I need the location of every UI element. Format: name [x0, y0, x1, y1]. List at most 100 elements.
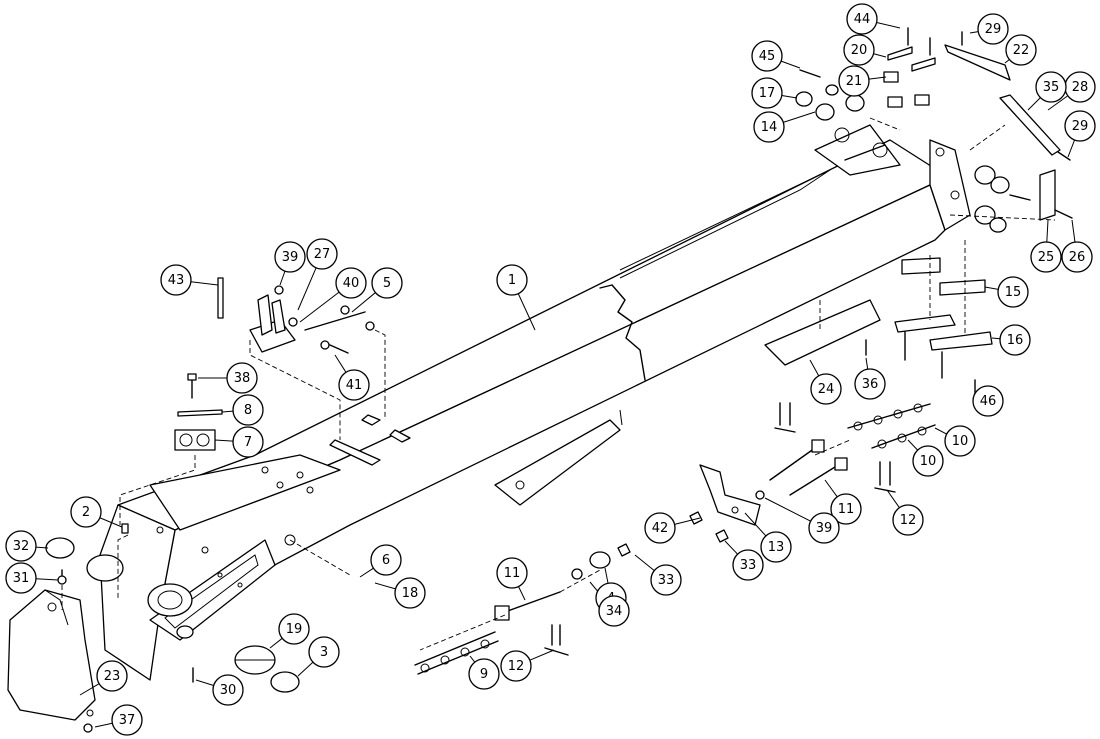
callout-circle: [278, 613, 310, 645]
callout-circle: [732, 549, 764, 581]
callout-28: 28: [1064, 71, 1096, 103]
callout-33: 33: [732, 549, 764, 581]
callout-label: 14: [761, 120, 778, 135]
rear-top-hardware: [795, 27, 1071, 161]
callout-label: 9: [480, 667, 488, 682]
callout-circle: [1035, 71, 1067, 103]
callout-label: 24: [818, 382, 835, 397]
callout-label: 39: [816, 521, 833, 536]
leader-line-11: [824, 479, 838, 498]
callout-31: 31: [5, 562, 37, 594]
leader-line-33: [634, 554, 655, 571]
callout-label: 3: [320, 645, 328, 660]
boom-body: [86, 124, 971, 681]
callout-circle: [370, 544, 402, 576]
callout-18: 18: [394, 577, 426, 609]
leader-line-12: [529, 649, 555, 661]
callout-circle: [496, 264, 528, 296]
callout-label: 11: [504, 566, 521, 581]
leader-line-23: [79, 683, 100, 696]
callout-label: 6: [382, 553, 390, 568]
callout-circle: [5, 562, 37, 594]
callout-label: 22: [1013, 43, 1030, 58]
leader-line-29: [969, 31, 979, 34]
callout-circle: [496, 557, 528, 589]
callout-10: 10: [944, 425, 976, 457]
callout-1: 1: [496, 264, 528, 296]
leader-line-37: [94, 722, 113, 728]
callout-6: 6: [370, 544, 402, 576]
callout-label: 17: [759, 86, 776, 101]
leader-line-30: [195, 679, 214, 687]
callout-label: 23: [104, 669, 121, 684]
callout-circle: [371, 267, 403, 299]
callout-label: 36: [862, 377, 879, 392]
callout-8: 8: [232, 394, 264, 426]
callout-circle: [111, 704, 143, 736]
callout-label: 31: [13, 571, 30, 586]
leader-line-24: [809, 359, 820, 377]
callout-label: 29: [985, 22, 1002, 37]
callout-29: 29: [977, 13, 1009, 45]
leader-line-25: [1046, 219, 1049, 243]
leader-line-11: [518, 586, 526, 601]
leader-line-9: [469, 655, 476, 663]
callout-circle: [644, 512, 676, 544]
callout-3: 3: [308, 636, 340, 668]
callout-circle: [892, 504, 924, 536]
leader-line-43: [190, 281, 219, 286]
leader-line-27: [297, 267, 317, 311]
callout-circle: [843, 34, 875, 66]
callout-circle: [160, 264, 192, 296]
leader-line-19: [269, 637, 283, 649]
callout-label: 39: [282, 250, 299, 265]
callout-circle: [226, 362, 258, 394]
callout-label: 10: [952, 434, 969, 449]
callout-label: 43: [168, 273, 185, 288]
callout-22: 22: [1005, 34, 1037, 66]
leader-line-31: [35, 578, 59, 581]
leader-line-3: [297, 661, 314, 677]
callout-circle: [5, 530, 37, 562]
leader-line-45: [780, 60, 801, 69]
callout-46: 46: [972, 385, 1004, 417]
callout-label: 42: [652, 521, 669, 536]
callout-circle: [650, 564, 682, 596]
callout-label: 12: [900, 513, 917, 528]
callout-26: 26: [1061, 241, 1093, 273]
assembly-lines: [61, 117, 1056, 651]
callout-20: 20: [843, 34, 875, 66]
callout-41: 41: [338, 369, 370, 401]
callout-label: 28: [1072, 80, 1089, 95]
callout-circle: [760, 531, 792, 563]
callout-circle: [468, 658, 500, 690]
callout-label: 34: [606, 604, 623, 619]
leader-line-44: [876, 21, 901, 29]
callout-label: 1: [508, 273, 516, 288]
leader-line-20: [873, 53, 887, 58]
callout-44: 44: [846, 3, 878, 35]
callout-bubbles: 1234567891010111112121314151617181920212…: [5, 3, 1096, 736]
callout-label: 27: [314, 247, 331, 262]
callout-14: 14: [753, 111, 785, 143]
callout-36: 36: [854, 368, 886, 400]
leader-line-7: [214, 439, 234, 442]
callout-circle: [96, 660, 128, 692]
callout-13: 13: [760, 531, 792, 563]
callout-label: 38: [234, 371, 251, 386]
leader-line-22: [1004, 59, 1010, 64]
callout-label: 41: [346, 378, 363, 393]
leader-line-16: [991, 337, 1001, 340]
callout-39: 39: [274, 241, 306, 273]
callout-label: 5: [383, 276, 391, 291]
callout-circle: [274, 241, 306, 273]
callout-19: 19: [278, 613, 310, 645]
callout-label: 26: [1069, 250, 1086, 265]
callout-circle: [751, 77, 783, 109]
callout-7: 7: [232, 426, 264, 458]
leader-line-42: [674, 517, 701, 525]
callout-circle: [912, 445, 944, 477]
leader-lines: [35, 21, 1076, 728]
leader-line-29: [1067, 139, 1076, 158]
